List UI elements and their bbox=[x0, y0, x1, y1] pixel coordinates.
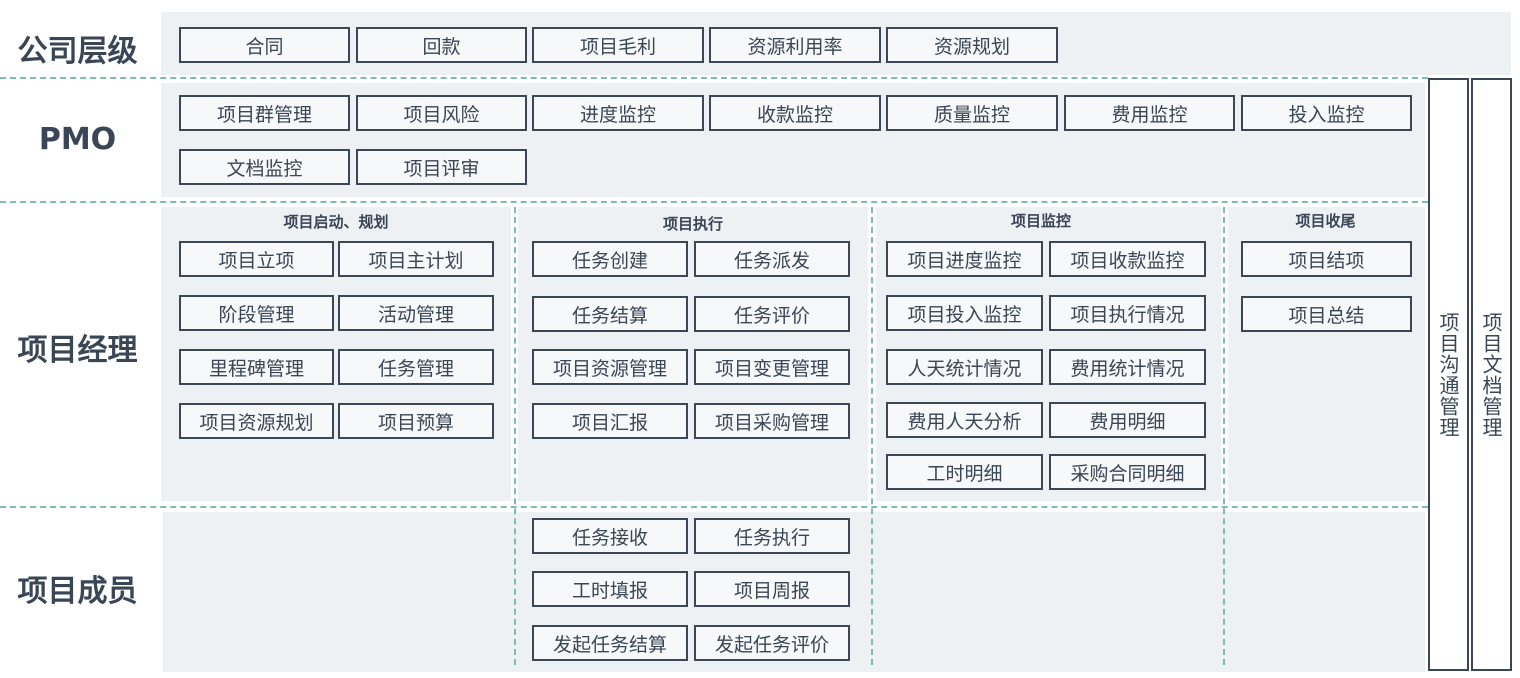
monitoring-item[interactable]: 人天统计情况 bbox=[886, 349, 1043, 385]
monitoring-item[interactable]: 采购合同明细 bbox=[1049, 454, 1206, 490]
member-item[interactable]: 发起任务结算 bbox=[532, 625, 688, 661]
execution-item[interactable]: 项目汇报 bbox=[532, 403, 688, 439]
planning-item[interactable]: 里程碑管理 bbox=[179, 349, 334, 385]
divider-col-3 bbox=[1223, 207, 1225, 665]
document-management-label: 项目文档管理 bbox=[1479, 311, 1503, 438]
section-planning-title: 项目启动、规划 bbox=[283, 213, 389, 231]
member-item[interactable]: 发起任务评价 bbox=[694, 625, 850, 661]
monitoring-item[interactable]: 工时明细 bbox=[886, 454, 1043, 490]
section-execution-title: 项目执行 bbox=[662, 215, 723, 233]
planning-item[interactable]: 项目资源规划 bbox=[179, 403, 334, 439]
pmo-item[interactable]: 进度监控 bbox=[532, 95, 704, 131]
pmo-item[interactable]: 项目评审 bbox=[356, 149, 527, 185]
planning-item[interactable]: 任务管理 bbox=[338, 349, 494, 385]
execution-item[interactable]: 任务创建 bbox=[532, 241, 688, 277]
divider-pm-member bbox=[0, 506, 1428, 508]
row-label-pmo: PMO bbox=[38, 122, 117, 157]
pmo-item[interactable]: 质量监控 bbox=[886, 95, 1058, 131]
execution-item[interactable]: 项目变更管理 bbox=[694, 349, 850, 385]
company-item[interactable]: 回款 bbox=[356, 27, 527, 63]
monitoring-item[interactable]: 项目投入监控 bbox=[886, 295, 1043, 331]
monitoring-item[interactable]: 费用明细 bbox=[1049, 402, 1206, 438]
monitoring-item[interactable]: 项目收款监控 bbox=[1049, 241, 1206, 277]
member-item[interactable]: 任务执行 bbox=[694, 518, 850, 554]
divider-pmo-pm bbox=[0, 201, 1428, 203]
communication-management-box[interactable]: 项目沟通管理 bbox=[1428, 78, 1469, 671]
planning-item[interactable]: 项目立项 bbox=[179, 241, 334, 277]
document-management-box[interactable]: 项目文档管理 bbox=[1471, 78, 1512, 671]
company-item[interactable]: 资源利用率 bbox=[709, 27, 881, 63]
section-monitoring-title: 项目监控 bbox=[1010, 212, 1071, 230]
section-closing-title: 项目收尾 bbox=[1295, 212, 1356, 230]
pmo-item[interactable]: 文档监控 bbox=[179, 149, 350, 185]
execution-item[interactable]: 任务派发 bbox=[694, 241, 850, 277]
monitoring-item[interactable]: 费用人天分析 bbox=[886, 402, 1043, 438]
row-label-member: 项目成员 bbox=[17, 574, 138, 609]
closing-item[interactable]: 项目结项 bbox=[1241, 241, 1412, 277]
planning-item[interactable]: 活动管理 bbox=[338, 295, 494, 331]
planning-item[interactable]: 项目主计划 bbox=[338, 241, 494, 277]
monitoring-item[interactable]: 项目进度监控 bbox=[886, 241, 1043, 277]
divider-col-2 bbox=[871, 207, 873, 665]
pmo-item[interactable]: 费用监控 bbox=[1064, 95, 1235, 131]
company-item[interactable]: 项目毛利 bbox=[532, 27, 704, 63]
pmo-item[interactable]: 收款监控 bbox=[709, 95, 881, 131]
member-item[interactable]: 项目周报 bbox=[694, 571, 850, 607]
company-item[interactable]: 合同 bbox=[179, 27, 350, 63]
execution-item[interactable]: 任务评价 bbox=[694, 296, 850, 332]
row-label-company: 公司层级 bbox=[17, 34, 138, 69]
company-item[interactable]: 资源规划 bbox=[886, 27, 1058, 63]
communication-management-label: 项目沟通管理 bbox=[1436, 311, 1460, 438]
divider-col-1 bbox=[514, 207, 516, 665]
pmo-item[interactable]: 项目群管理 bbox=[179, 95, 350, 131]
execution-item[interactable]: 项目采购管理 bbox=[694, 403, 850, 439]
divider-company-pmo bbox=[0, 77, 1428, 79]
monitoring-item[interactable]: 费用统计情况 bbox=[1049, 349, 1206, 385]
execution-item[interactable]: 任务结算 bbox=[532, 296, 688, 332]
pmo-item[interactable]: 项目风险 bbox=[356, 95, 527, 131]
pmo-item[interactable]: 投入监控 bbox=[1241, 95, 1412, 131]
monitoring-item[interactable]: 项目执行情况 bbox=[1049, 295, 1206, 331]
row-label-pm: 项目经理 bbox=[17, 333, 138, 368]
execution-item[interactable]: 项目资源管理 bbox=[532, 349, 688, 385]
planning-item[interactable]: 项目预算 bbox=[338, 403, 494, 439]
planning-item[interactable]: 阶段管理 bbox=[179, 295, 334, 331]
member-item[interactable]: 工时填报 bbox=[532, 571, 688, 607]
member-item[interactable]: 任务接收 bbox=[532, 518, 688, 554]
closing-item[interactable]: 项目总结 bbox=[1241, 296, 1412, 332]
